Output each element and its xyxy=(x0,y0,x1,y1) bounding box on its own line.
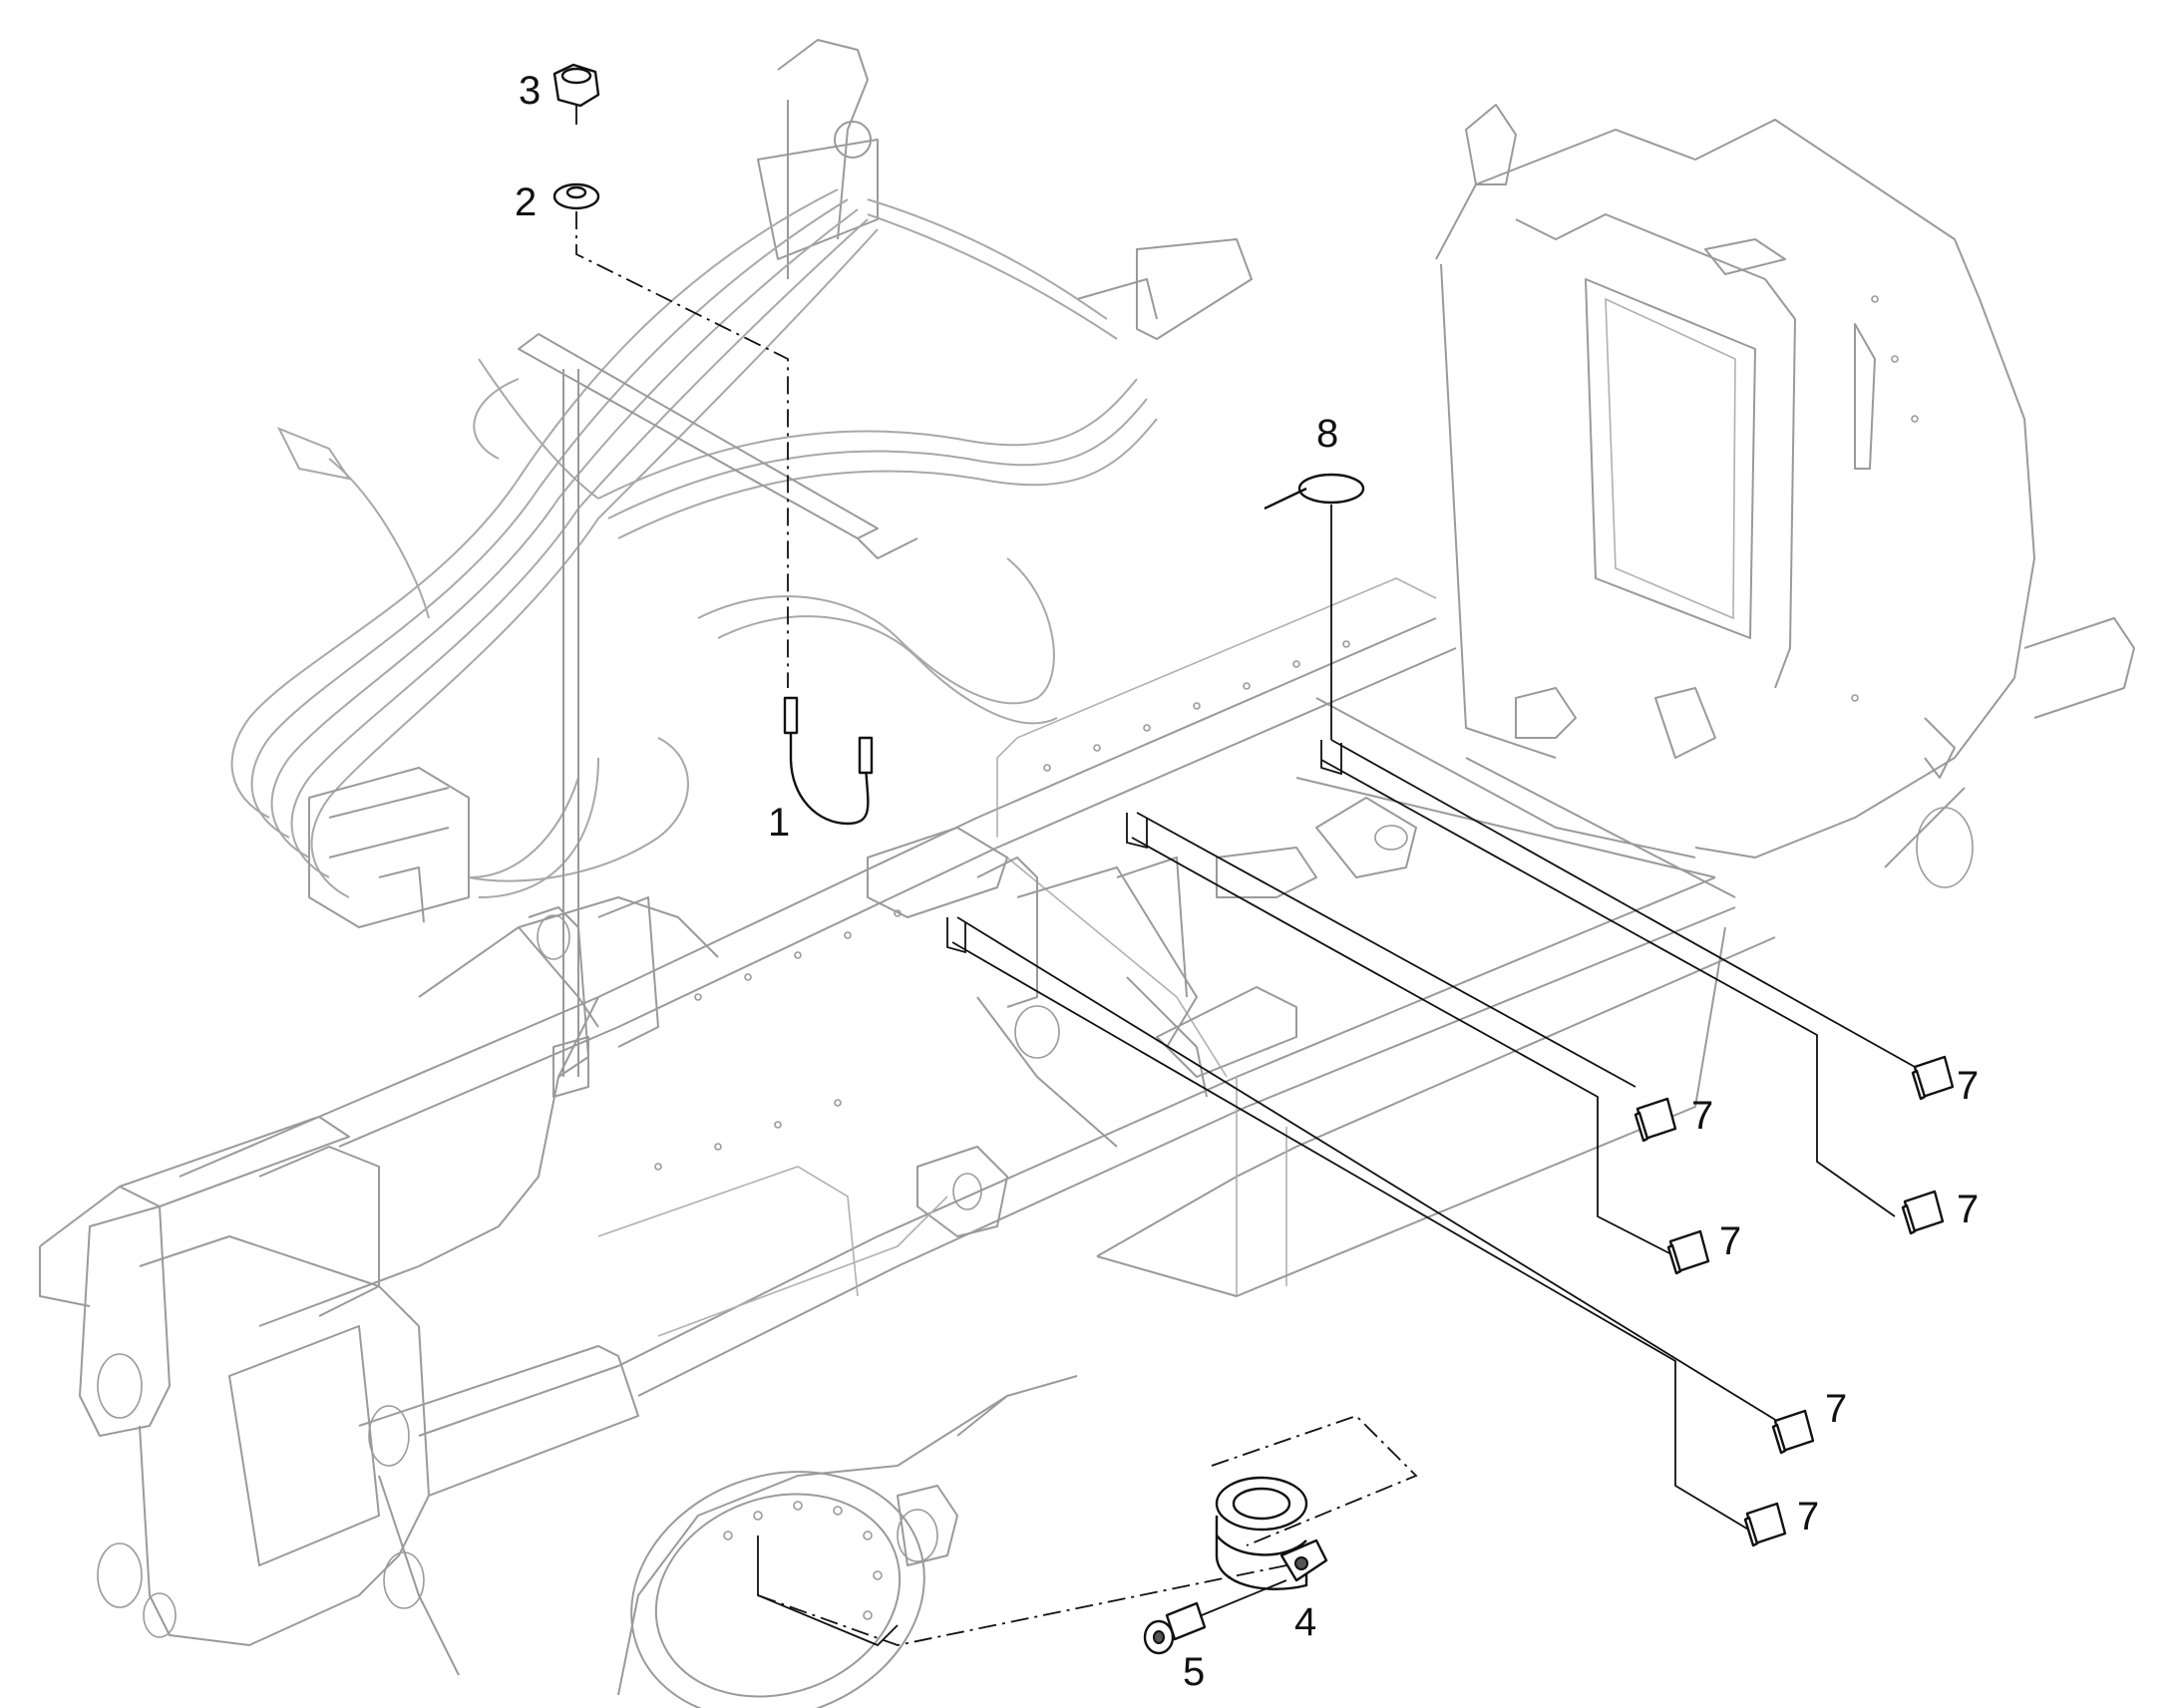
wear-pad-6[interactable] xyxy=(1743,1502,1787,1547)
callout-7b: 7 xyxy=(1691,1094,1713,1138)
callout-2: 2 xyxy=(515,180,537,224)
cap-screw[interactable] xyxy=(1143,1579,1287,1655)
callout-8: 8 xyxy=(1316,412,1338,456)
callout-7d: 7 xyxy=(1719,1219,1741,1263)
wear-pad-5[interactable] xyxy=(1771,1409,1815,1455)
callout-1: 1 xyxy=(768,801,790,845)
wear-pad-1[interactable] xyxy=(1911,1055,1955,1101)
callout-7c: 7 xyxy=(1957,1188,1979,1231)
hydraulic-hose-harness xyxy=(230,39,1253,1098)
hydraulic-hose[interactable] xyxy=(783,696,874,826)
clamp-mount-bracket xyxy=(757,1536,899,1647)
callout-4: 4 xyxy=(1294,1600,1316,1644)
callout-7f: 7 xyxy=(1797,1495,1819,1538)
cable-tie[interactable] xyxy=(1264,473,1365,511)
flat-washer[interactable] xyxy=(552,182,600,210)
wear-pad-3[interactable] xyxy=(1901,1190,1945,1235)
pad-leader-lines xyxy=(946,739,1916,1532)
beam-bolt-holes xyxy=(654,295,1919,1620)
hex-nut[interactable] xyxy=(552,63,600,125)
callout-5: 5 xyxy=(1183,1650,1205,1694)
callout-7a: 7 xyxy=(1957,1064,1979,1108)
callout-3: 3 xyxy=(519,69,541,113)
hose-clamp[interactable] xyxy=(1215,1476,1328,1590)
clamp-dashed-leader-bottom xyxy=(757,1564,1287,1646)
wear-pad-4[interactable] xyxy=(1666,1229,1710,1275)
washer-leader-line xyxy=(575,211,789,688)
clamp-dashed-leader-top xyxy=(1211,1414,1418,1546)
wear-pad-2[interactable] xyxy=(1634,1097,1677,1143)
chassis-frame xyxy=(39,104,2135,1708)
callout-7e: 7 xyxy=(1825,1387,1847,1431)
